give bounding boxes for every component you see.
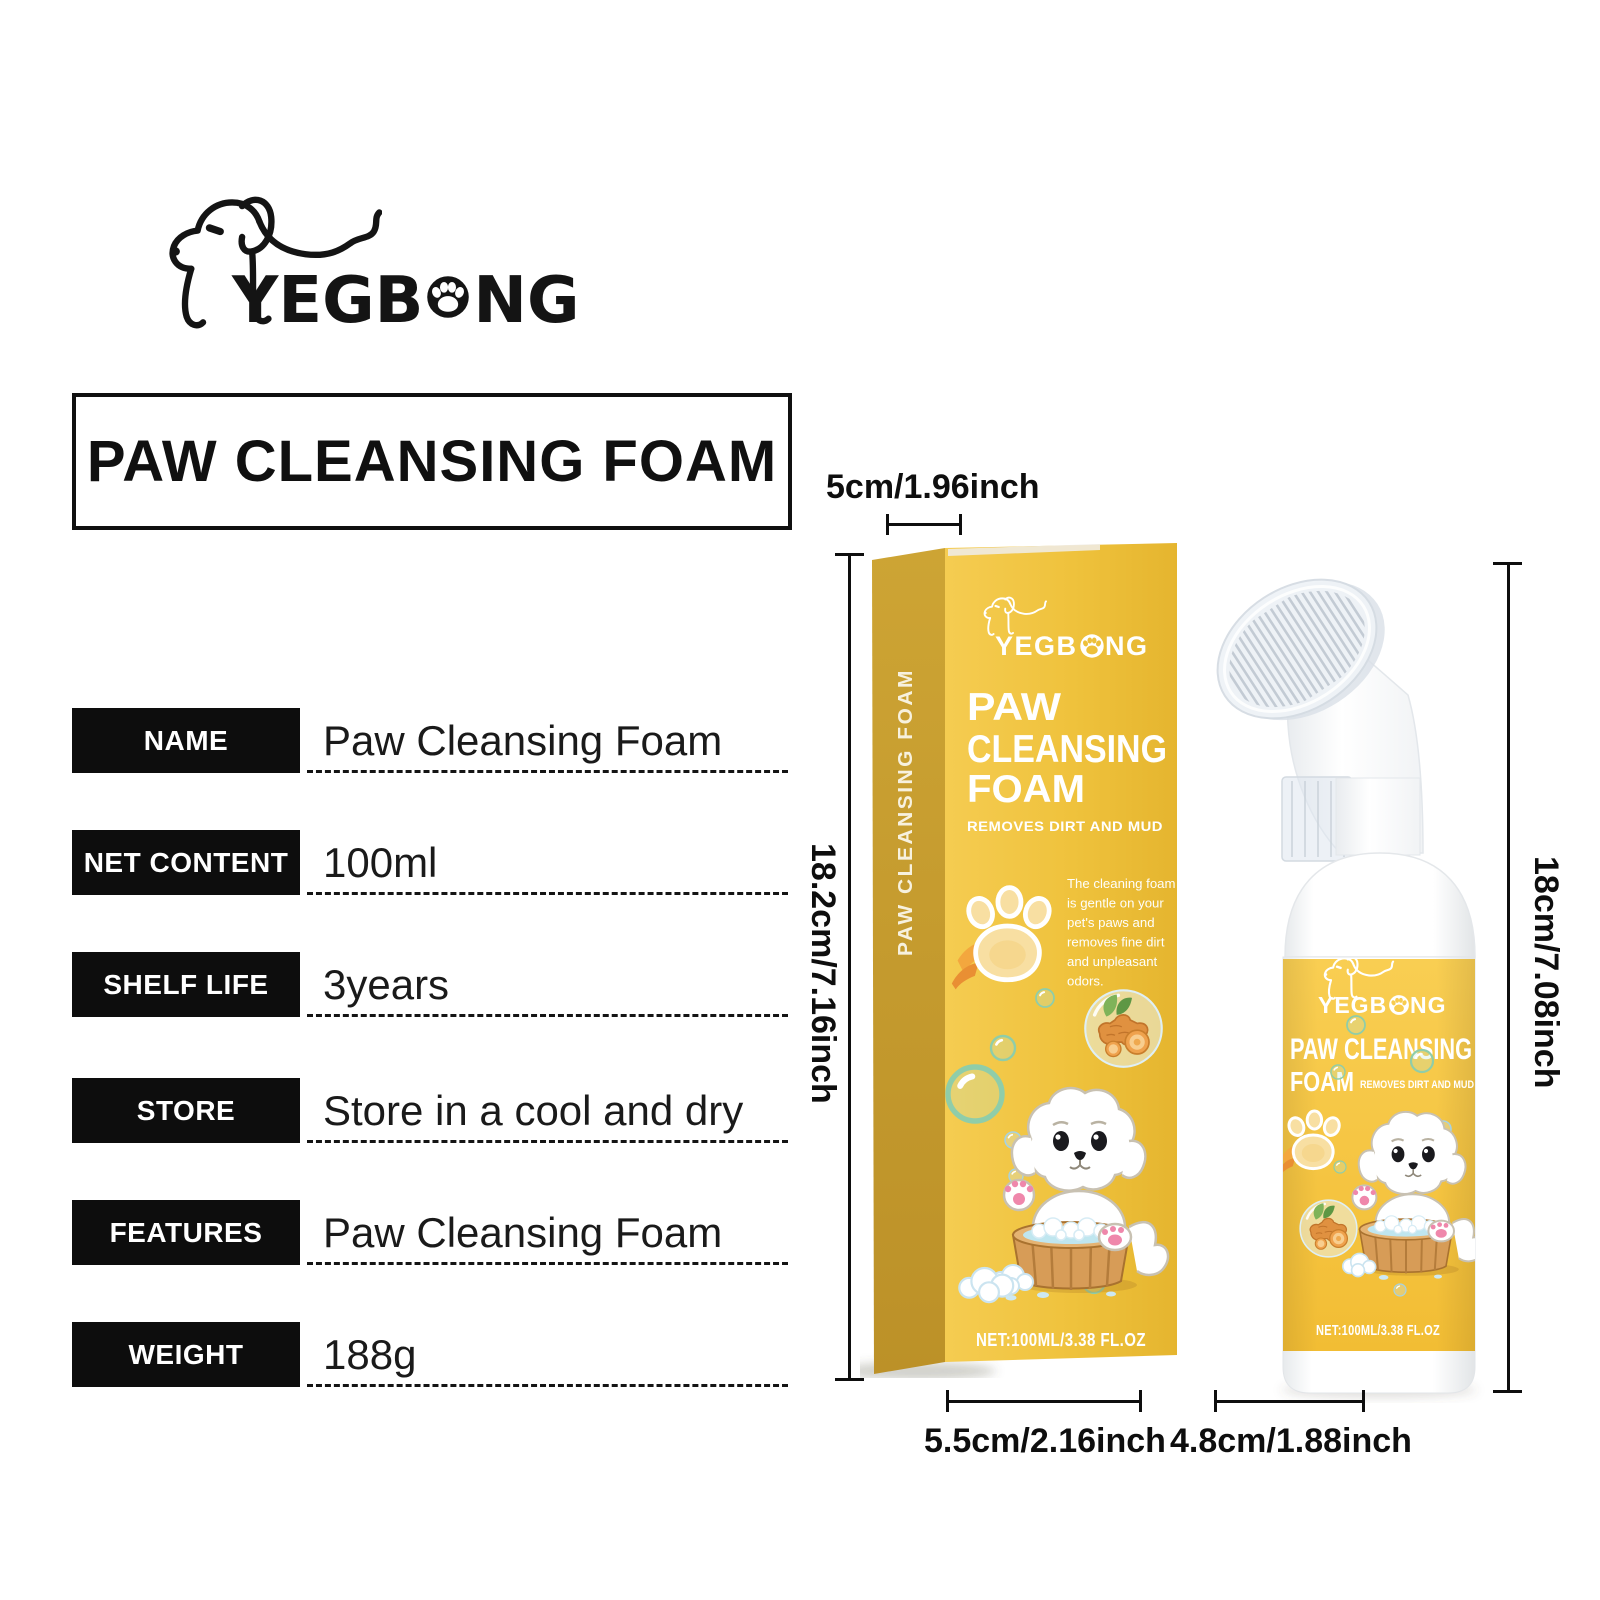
box-brand-pre: YEGB [995, 631, 1078, 661]
dim-bracket-bottle-width [1214, 1400, 1365, 1403]
spec-row-features: FEATURES Paw Cleansing Foam [72, 1200, 792, 1270]
label-brand-pre: YEGB [1318, 992, 1387, 1018]
label-paw-o-icon [1389, 995, 1409, 1015]
svg-text:removes fine dirt: removes fine dirt [1067, 935, 1165, 950]
dim-tick [835, 1378, 864, 1381]
paw-o-icon [424, 273, 472, 321]
brush-head [1211, 569, 1385, 729]
bottle-label: YEGB NG PAW CLEANSING FOAM REMOVES DIRT … [1283, 959, 1475, 1351]
spec-row-weight: WEIGHT 188g [72, 1322, 792, 1392]
dashed-divider [307, 952, 788, 1017]
spec-row-name: NAME Paw Cleansing Foam [72, 708, 792, 778]
dim-bottle-height: 18cm/7.08inch [1527, 856, 1565, 1089]
label-title: PAW CLEANSING [1290, 1033, 1472, 1066]
bottle-shoulder [1284, 852, 1476, 958]
dashed-divider [307, 830, 788, 895]
spec-label: FEATURES [72, 1200, 300, 1265]
dim-bracket-box-width [946, 1400, 1142, 1403]
product-box-image: PAW CLEANSING FOAM YEGB NG PAW CLEANSING… [860, 543, 1177, 1378]
spec-label: WEIGHT [72, 1322, 300, 1387]
svg-text:The cleaning foam: The cleaning foam [1067, 876, 1176, 891]
spec-row-net-content: NET CONTENT 100ml [72, 830, 792, 900]
dim-bracket-cap [886, 523, 962, 526]
dashed-divider [307, 1322, 788, 1387]
brand-logo: YEGB NG [152, 170, 632, 365]
box-side-panel [872, 548, 945, 1374]
box-front-artwork: YEGB NG PAW CLEANSING FOAM REMOVES DIRT … [948, 596, 1176, 1350]
spec-label: SHELF LIFE [72, 952, 300, 1017]
brand-name-pre: YEGB [232, 264, 424, 338]
spec-row-shelf-life: SHELF LIFE 3years [72, 952, 792, 1022]
product-bottle-image: YEGB NG PAW CLEANSING FOAM REMOVES DIRT … [1211, 569, 1477, 1398]
box-subtitle: REMOVES DIRT AND MUD [967, 819, 1163, 835]
brand-name: YEGB NG [232, 264, 580, 338]
label-turmeric-icon [1298, 1198, 1359, 1259]
dashed-divider [307, 1200, 788, 1265]
dim-bottle-width: 4.8cm/1.88inch [1170, 1422, 1412, 1460]
spec-value: Paw Cleansing Foam [323, 716, 723, 764]
svg-text:and unpleasant: and unpleasant [1067, 954, 1158, 969]
dim-box-width: 5.5cm/2.16inch [924, 1422, 1166, 1460]
spec-label: STORE [72, 1078, 300, 1143]
spec-value: 100ml [323, 838, 438, 886]
box-description: The cleaning foam is gentle on your pet'… [1067, 876, 1176, 989]
dim-line-bottle-height [1507, 563, 1510, 1391]
dim-tick [1493, 1390, 1522, 1393]
bottle-pump [1211, 569, 1424, 862]
spec-label: NET CONTENT [72, 830, 300, 895]
box-title-line1: PAW [967, 686, 1061, 729]
brand-name-post: NG [473, 264, 580, 338]
box-title-line3: FOAM [967, 768, 1085, 811]
dim-cap-width: 5cm/1.96inch [826, 468, 1040, 506]
label-net-content: NET:100ML/3.38 FL.OZ [1316, 1322, 1440, 1339]
label-subtitle: REMOVES DIRT AND MUD [1360, 1079, 1474, 1091]
spec-value: Store in a cool and dry [323, 1086, 744, 1134]
spec-label: NAME [72, 708, 300, 773]
label-brand-post: NG [1410, 992, 1447, 1018]
dashed-divider [307, 708, 788, 773]
box-side-text: PAW CLEANSING FOAM [895, 668, 917, 956]
svg-text:odors.: odors. [1067, 974, 1104, 989]
turmeric-bubble-icon [1083, 988, 1164, 1069]
page-title: PAW CLEANSING FOAM [86, 429, 778, 494]
box-brand-post: NG [1105, 631, 1149, 661]
page-title-box: PAW CLEANSING FOAM [72, 393, 792, 530]
spec-value: Paw Cleansing Foam [323, 1208, 723, 1256]
svg-text:is gentle on your: is gentle on your [1067, 896, 1164, 911]
box-title-line2: CLEANSING [967, 728, 1167, 771]
spec-value: 188g [323, 1330, 417, 1378]
spec-row-store: STORE Store in a cool and dry [72, 1078, 792, 1148]
dashed-divider [307, 1078, 788, 1143]
dim-line-box-height [848, 554, 851, 1381]
dim-box-height: 18.2cm/7.16inch [804, 843, 842, 1104]
svg-text:pet's paws and: pet's paws and [1067, 915, 1155, 930]
box-paw-o-icon [1080, 634, 1103, 657]
spec-value: 3years [323, 960, 450, 1008]
box-net-content: NET:100ML/3.38 FL.OZ [976, 1330, 1146, 1350]
